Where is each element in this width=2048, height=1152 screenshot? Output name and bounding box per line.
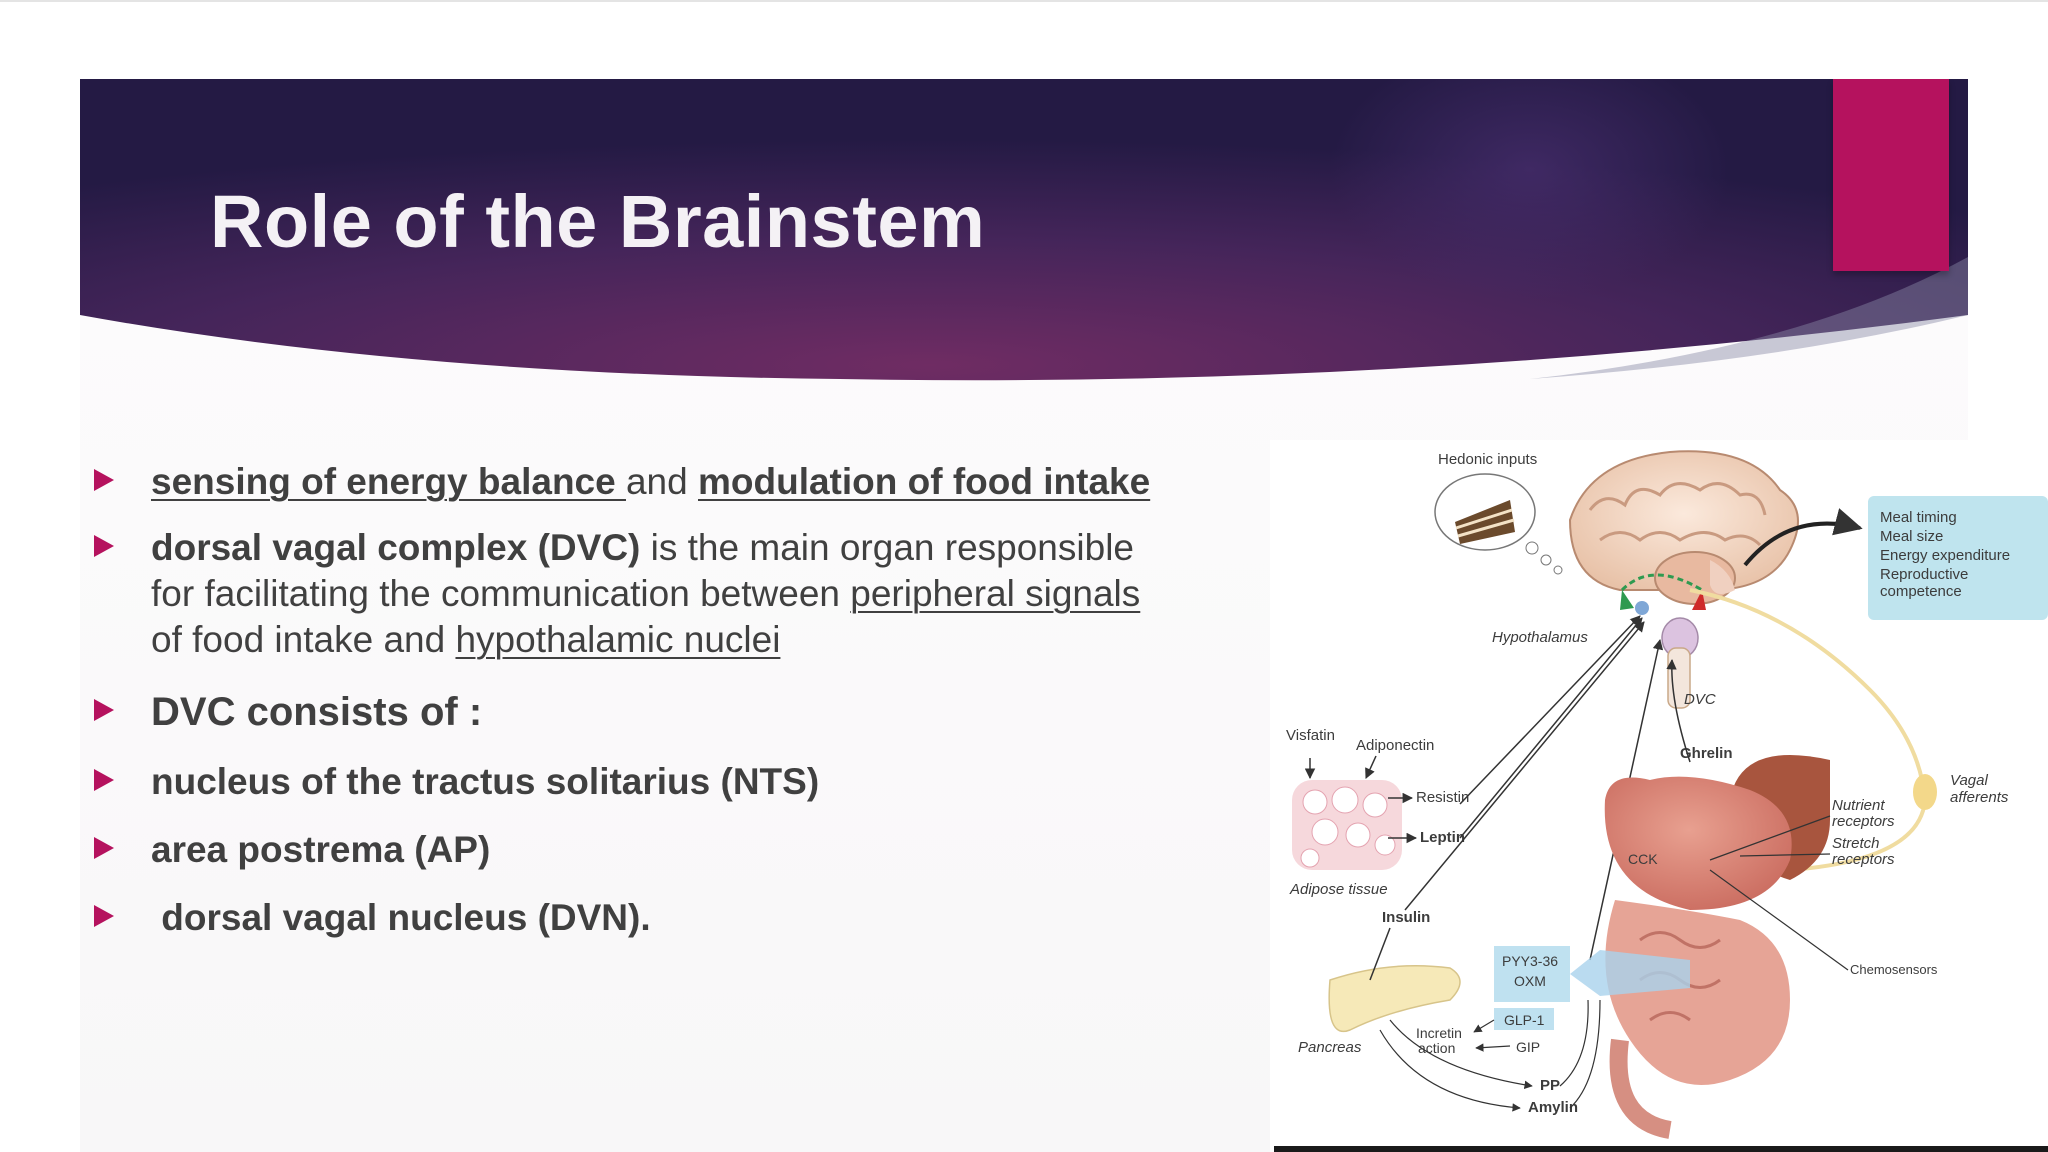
- adipose-tissue-illustration: [1292, 780, 1402, 870]
- bullet-text-segment: modulation of food intake: [698, 461, 1151, 502]
- bullet-text: DVC consists of :: [151, 690, 483, 734]
- outcome-item: Meal size: [1880, 528, 1943, 545]
- triangle-bullet-icon: [94, 769, 114, 791]
- bullet-text-segment: for facilitating the communication betwe…: [151, 573, 851, 614]
- triangle-bullet-icon: [94, 837, 114, 859]
- bullet-text-segment: is the main organ responsible: [640, 527, 1134, 568]
- bullet-text-segment: sensing of energy balance: [151, 461, 626, 502]
- label-amylin: Amylin: [1528, 1099, 1578, 1116]
- bullet-text-segment: and: [625, 461, 698, 502]
- outcome-item: Meal timing: [1880, 509, 1957, 526]
- label-stretch-receptors: Stretch: [1832, 835, 1880, 852]
- triangle-bullet-icon: [94, 535, 114, 557]
- bullet-text-segment: dorsal vagal complex (DVC): [151, 527, 641, 568]
- label-glp1: GLP-1: [1504, 1012, 1545, 1028]
- bullet-text-segment: hypothalamic nuclei: [455, 619, 781, 660]
- label-resistin: Resistin: [1416, 789, 1469, 806]
- outcome-item: Energy expenditure: [1880, 547, 2010, 564]
- label-leptin: Leptin: [1420, 829, 1465, 846]
- label-dvc: DVC: [1684, 691, 1716, 708]
- bullet-text: area postrema (AP): [151, 829, 491, 870]
- label-adipose-tissue: Adipose tissue: [1289, 881, 1388, 898]
- label-hypothalamus: Hypothalamus: [1492, 629, 1588, 646]
- bullet-text: sensing of energy balance and modulation…: [151, 459, 1150, 505]
- accent-tab: [1833, 79, 1949, 271]
- label-hedonic-inputs: Hedonic inputs: [1438, 451, 1537, 468]
- secretion-arrow-icon: [1570, 950, 1690, 996]
- brain-gut-diagram: Hedonic inputs Meal timing Meal size Ene…: [1274, 450, 2048, 1152]
- label-incretin-action: Incretin: [1416, 1025, 1462, 1041]
- outcome-item: Reproductive: [1880, 566, 1968, 583]
- label-pancreas: Pancreas: [1298, 1039, 1362, 1056]
- label-insulin: Insulin: [1382, 909, 1430, 926]
- label-ghrelin: Ghrelin: [1680, 745, 1733, 762]
- pancreas-illustration: [1328, 965, 1461, 1033]
- label-oxm: OXM: [1514, 973, 1546, 989]
- label-nutrient-receptors: Nutrient: [1832, 797, 1885, 814]
- label-vagal-afferents: Vagal: [1950, 772, 1988, 789]
- triangle-bullet-icon: [94, 699, 114, 721]
- bullet-text: dorsal vagal nucleus (DVN).: [151, 897, 651, 938]
- bullet-text-segment: peripheral signals: [850, 573, 1141, 614]
- label-adiponectin: Adiponectin: [1356, 737, 1434, 754]
- top-rule: [0, 0, 2048, 2]
- title-banner: [80, 79, 1968, 381]
- triangle-bullet-icon: [94, 905, 114, 927]
- bullet-text: dorsal vagal complex (DVC) is the main o…: [151, 525, 1140, 663]
- outcome-item: competence: [1880, 583, 1962, 600]
- gut-illustration: [1604, 755, 1830, 1139]
- label-stretch-receptors: receptors: [1832, 851, 1895, 868]
- label-pp: PP: [1540, 1077, 1560, 1094]
- label-chemosensors: Chemosensors: [1850, 962, 1938, 977]
- label-nutrient-receptors: receptors: [1832, 813, 1895, 830]
- hedonic-cake-icon: [1434, 473, 1563, 575]
- label-visfatin: Visfatin: [1286, 727, 1335, 744]
- slide-title: Role of the Brainstem: [210, 180, 986, 263]
- triangle-bullet-icon: [94, 469, 114, 491]
- label-cck: CCK: [1628, 851, 1658, 867]
- bullet-text: nucleus of the tractus solitarius (NTS): [151, 761, 820, 802]
- figure-bottom-border: [1274, 1146, 2048, 1152]
- brain-gut-figure: Hedonic inputs Meal timing Meal size Ene…: [1270, 440, 2048, 1152]
- pyy-oxm-box: [1494, 946, 1570, 1002]
- label-vagal-afferents: afferents: [1950, 789, 2009, 806]
- label-gip: GIP: [1516, 1039, 1540, 1055]
- glp1-box: [1494, 1008, 1554, 1030]
- label-incretin-action: action: [1418, 1040, 1455, 1056]
- outcomes-box: Meal timing Meal size Energy expenditure…: [1868, 496, 2048, 620]
- label-pyy: PYY3-36: [1502, 953, 1558, 969]
- bullet-text-segment: of food intake and: [151, 619, 456, 660]
